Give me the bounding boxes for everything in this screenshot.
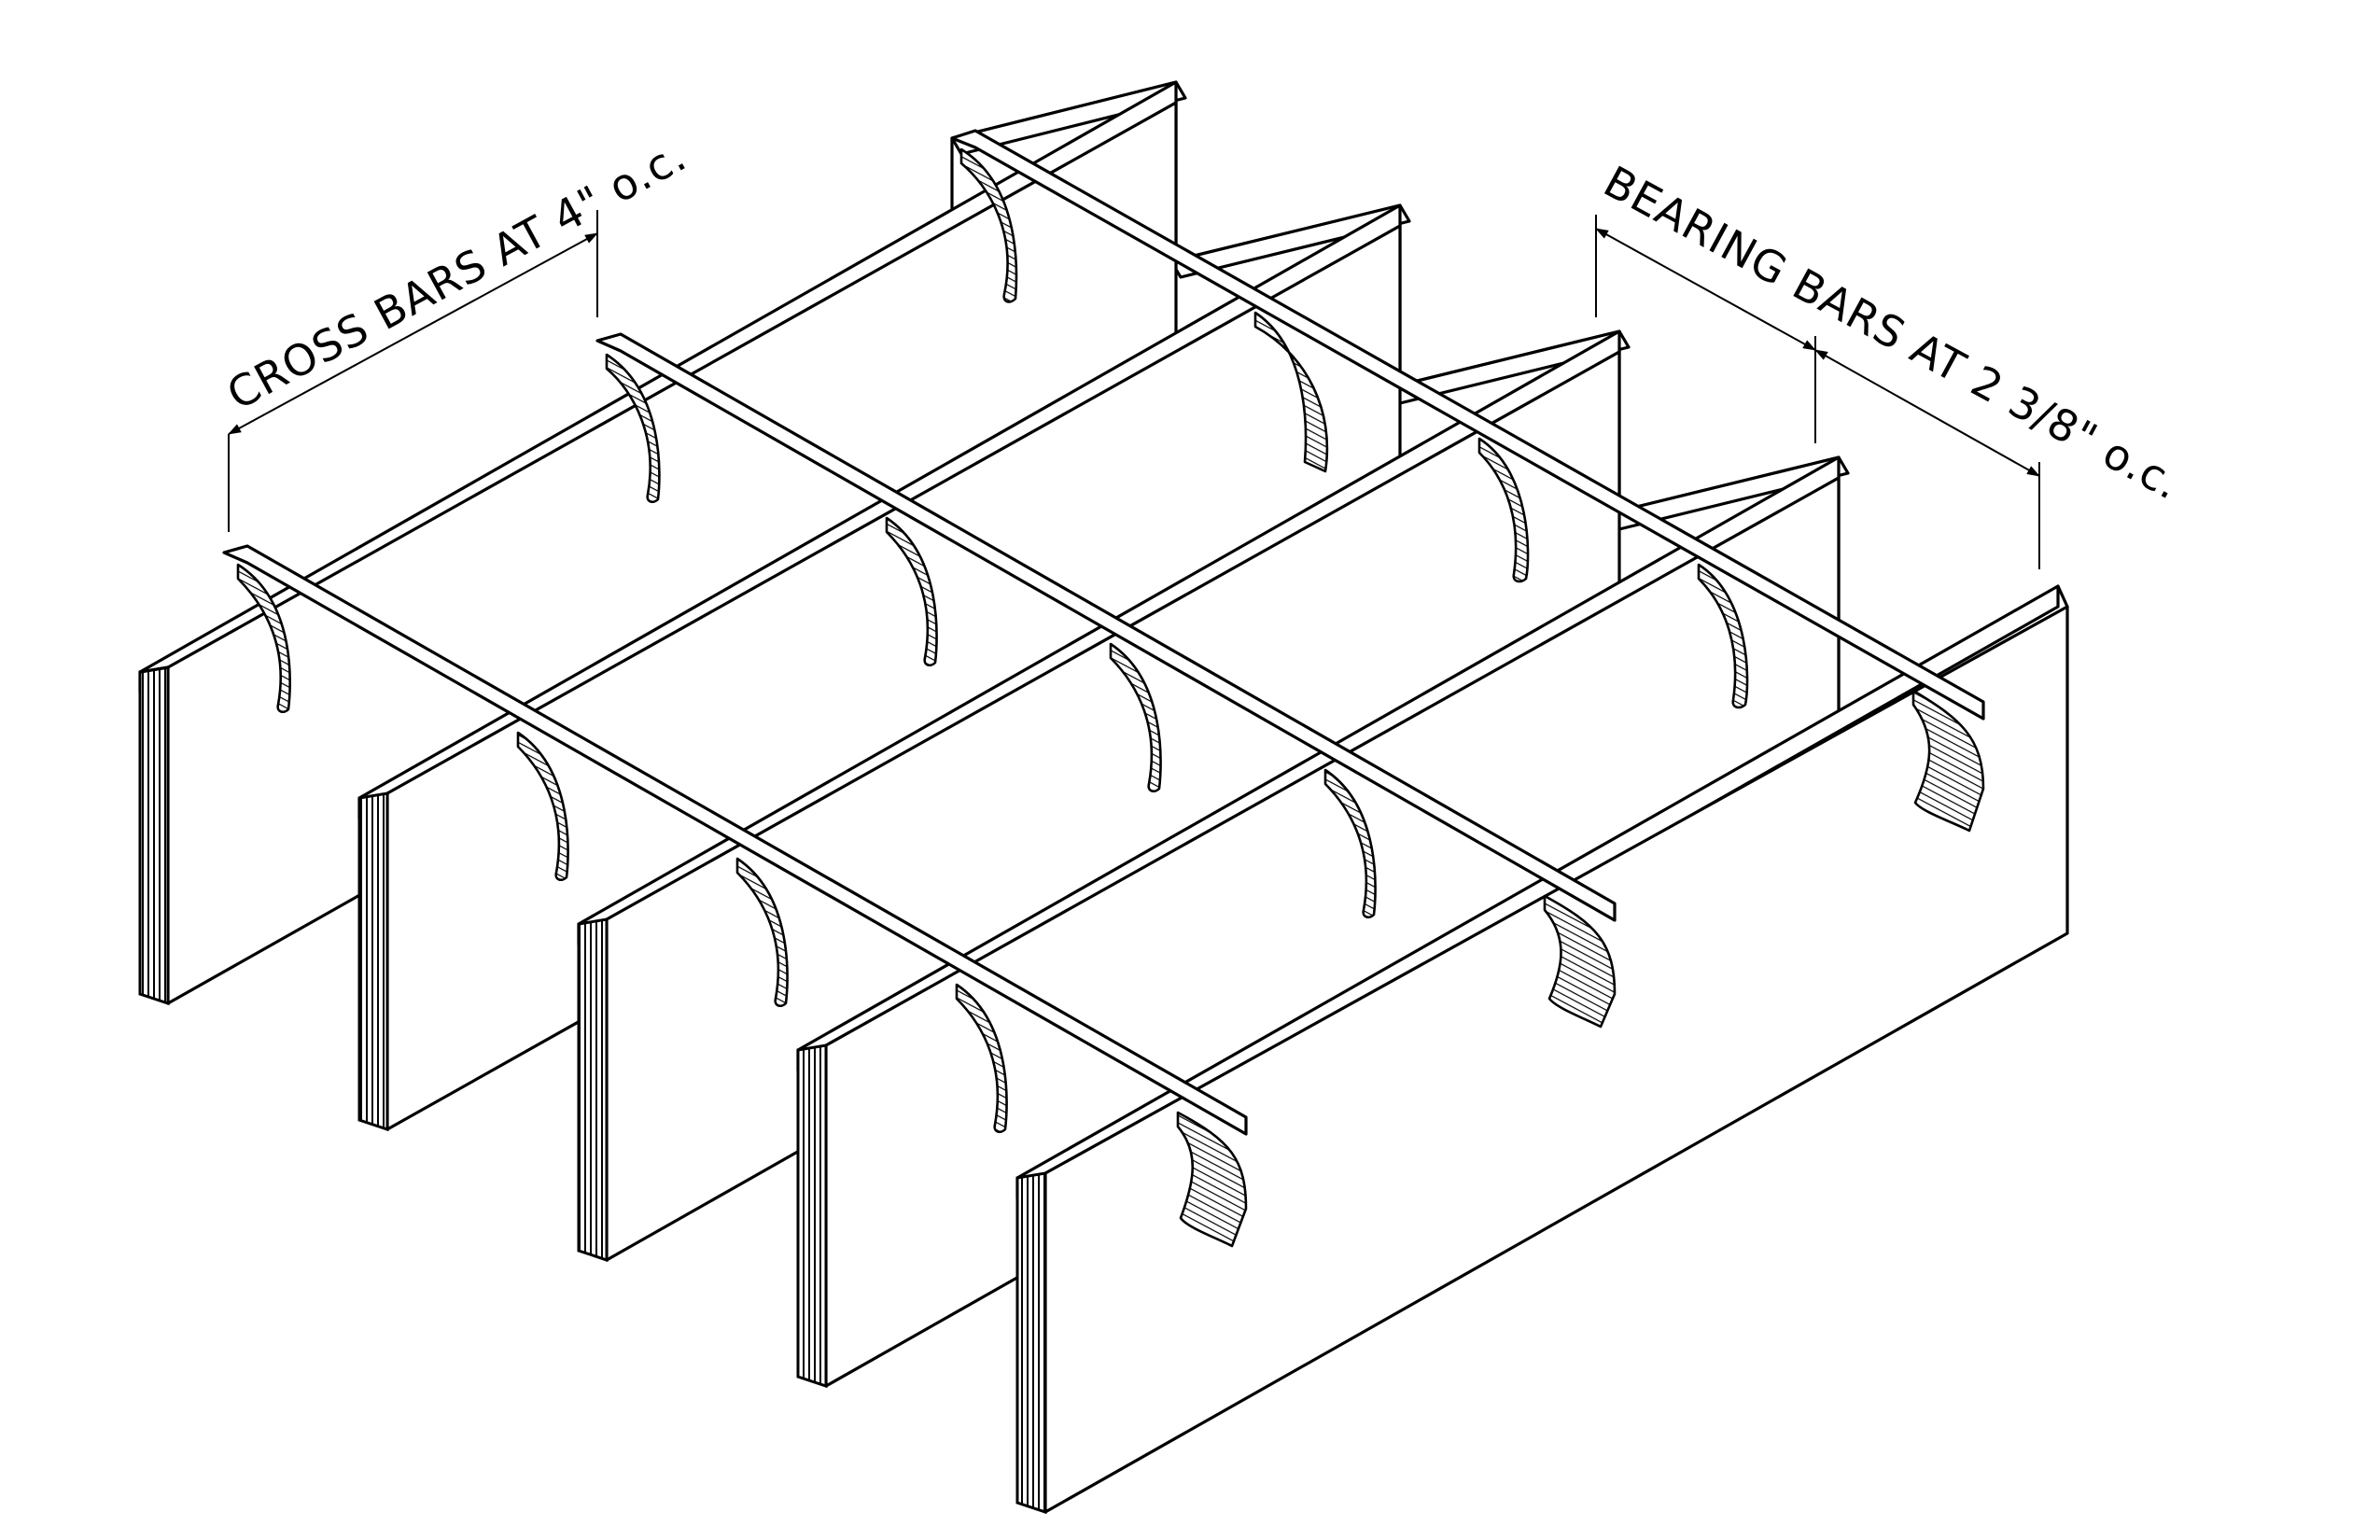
cross-bar-2: [595, 332, 1617, 1029]
cross-bar-1: [950, 129, 1985, 833]
bearing-bars-label: BEARING BARS AT 2 3/8" o.c.: [1596, 156, 2190, 510]
bearing-bar-e: [1015, 584, 2069, 1515]
cross-bar-3: [222, 544, 1248, 1248]
